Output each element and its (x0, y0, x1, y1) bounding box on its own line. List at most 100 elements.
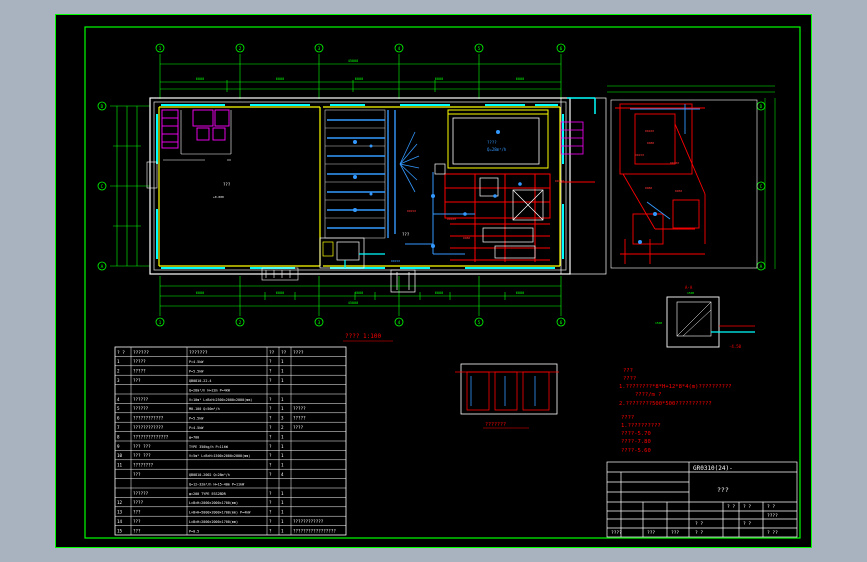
note-1-4: 2.????????500*500??????????? (619, 401, 712, 407)
building-inner-wall (153, 101, 567, 271)
table-cell-r2-c4: 1 (281, 378, 284, 383)
table-cell-r4-c1: ?????? (133, 397, 149, 402)
svg-text:1500: 1500 (655, 321, 662, 325)
note-2-1: 1.?????????? (621, 423, 661, 429)
table-cell-r17-c3: ? (269, 519, 272, 524)
svg-text:6000: 6000 (435, 291, 443, 295)
table-cell-r6-c5: ????? (293, 416, 306, 421)
table-cell-r6-c3: ? (269, 416, 272, 421)
table-cell-r17-c5: ???????????? (293, 519, 324, 524)
table-cell-r18-c1: ??? (133, 528, 141, 533)
table-header-1: ?????? (133, 350, 149, 356)
table-cell-r0-c3: ? (269, 359, 272, 364)
tb-label-1: ??? (647, 530, 655, 536)
svg-text:45000: 45000 (348, 59, 359, 63)
drawing-sheet: 45000 6000 6000 6000 6000 6000 6000 6000… (55, 14, 812, 548)
svg-text:A: A (760, 264, 763, 270)
svg-text:6000: 6000 (516, 291, 524, 295)
table-cell-r14-c2: φ=200 TYPE ESS2BDR (189, 492, 227, 496)
table-cell-r9-c1: ??? ??? (133, 444, 151, 449)
note-2-3: ????-7.80 (621, 439, 651, 445)
table-cell-r6-c4: 3 (281, 416, 284, 421)
svg-text:4: 4 (398, 320, 401, 326)
svg-text:6000: 6000 (196, 291, 204, 295)
note-1-0: ??? (623, 368, 633, 374)
table-cell-r12-c1: ??? (133, 472, 141, 477)
svg-text:D: D (760, 104, 763, 110)
svg-text:DN50: DN50 (675, 189, 682, 193)
svg-text:1: 1 (159, 46, 162, 52)
drawing-number: GR0310(24)- (693, 465, 733, 472)
svg-text:6000: 6000 (355, 77, 363, 81)
table-cell-r17-c2: L×B×H=2000×2000×1700(mm) (189, 520, 238, 524)
table-cell-r16-c2: L×B×H=5000×2000×1700(mm) P=4kW (189, 511, 251, 515)
title-block-text: GR0310(24)- ??? ???? ??? ??? ? ? ? ? ? ?… (611, 465, 778, 536)
table-cell-r4-c2: V=10m³ L×B×H=2500×2000×2000(mm) (189, 398, 252, 402)
svg-text:6: 6 (560, 46, 563, 52)
table-cell-r15-c2: L×B×H=2000×2000×1700(mm) (189, 501, 238, 505)
svg-text:6: 6 (560, 320, 563, 326)
tank-room (447, 109, 549, 169)
table-cell-r7-c2: P=4.5kW (189, 426, 204, 430)
svg-text:DN80: DN80 (645, 186, 652, 190)
table-cell-r0-c1: ????? (133, 359, 146, 364)
enlarged-plan: DN100 DN80 DN150 DN100 DN80 DN50 (560, 85, 776, 275)
table-cell-r9-c3: ? (269, 444, 272, 449)
svg-text:A: A (101, 264, 104, 270)
svg-text:6000: 6000 (516, 77, 524, 81)
table-cell-r15-c0: 12 (117, 500, 123, 505)
table-cell-r8-c0: 8 (117, 434, 120, 439)
table-cell-r1-c4: 1 (281, 369, 284, 374)
design-notes: ??? ???? 1.????????*8*H+12*8*4(m)???????… (619, 368, 732, 454)
detail-aa: A-A -4.50 1500 1500 (655, 285, 755, 349)
plan-caption: ???? 1:100 (345, 333, 382, 340)
svg-text:DN100: DN100 (555, 179, 564, 183)
pipe-labels: DN150 DN100 DN80 DN100 (407, 179, 564, 240)
table-cell-r17-c0: 14 (117, 519, 123, 524)
svg-text:DN100: DN100 (447, 217, 456, 221)
table-cell-r7-c5: ???? (293, 425, 304, 430)
table-cell-r1-c1: ????? (133, 369, 146, 374)
equipment-table: ? ??????????????????????1?????P=4.5kW?12… (114, 346, 347, 536)
svg-text:DN100: DN100 (670, 161, 679, 165)
pump-label: ??? (402, 232, 410, 237)
table-cell-r8-c2: φ=700 (189, 435, 199, 439)
tb-cell-1: ? ? (743, 504, 751, 510)
table-cell-r7-c3: ? (269, 425, 272, 430)
svg-text:6000: 6000 (355, 291, 363, 295)
table-cell-r5-c1: ?????? (133, 406, 149, 411)
entrance (390, 269, 416, 293)
tb-cell-7: ? ?? (767, 530, 778, 536)
axis-bubbles-bottom (155, 317, 566, 327)
table-cell-r11-c1: ???????? (133, 463, 154, 468)
table-header-0: ? ? (117, 350, 125, 356)
svg-text:45000: 45000 (348, 301, 359, 305)
section-detail: ??????? (455, 363, 559, 429)
title-block (606, 461, 798, 538)
svg-text:A-A: A-A (685, 285, 693, 290)
table-cell-r13-c2: Q=12~32m³/h H=15~40m P=11kW (189, 482, 245, 486)
plan-notes: ??? (402, 232, 410, 237)
table-cell-r18-c0: 15 (117, 528, 123, 533)
table-cell-r9-c0: 9 (117, 444, 120, 449)
note-1-1: ???? (623, 376, 636, 382)
svg-text:6000: 6000 (276, 77, 284, 81)
svg-text:????: ???? (487, 140, 497, 145)
table-cell-r14-c3: ? (269, 491, 272, 496)
table-cell-r10-c2: V=5m³ L×B×H=1500×2000×2000(mm) (189, 454, 250, 458)
svg-text:5: 5 (478, 46, 481, 52)
table-cell-r18-c2: P=0.5 (189, 529, 199, 533)
table-cell-r6-c1: ???????????? (133, 416, 164, 421)
table-cell-r16-c0: 13 (117, 510, 123, 515)
valve-markers (353, 140, 373, 212)
note-1-2: 1.????????*8*H+12*8*4(m)?????????? (619, 384, 732, 390)
svg-text:6000: 6000 (196, 77, 204, 81)
room-marks: ??? +0.000 (213, 182, 231, 199)
table-cell-r16-c4: 1 (281, 510, 284, 515)
note-2-4: ????-5.60 (621, 448, 651, 454)
table-cell-r10-c4: 1 (281, 453, 284, 458)
table-cell-r5-c5: ????? (293, 406, 306, 411)
table-cell-r11-c3: ? (269, 463, 272, 468)
svg-text:6000: 6000 (435, 77, 443, 81)
table-header-2: ??????? (189, 350, 208, 356)
